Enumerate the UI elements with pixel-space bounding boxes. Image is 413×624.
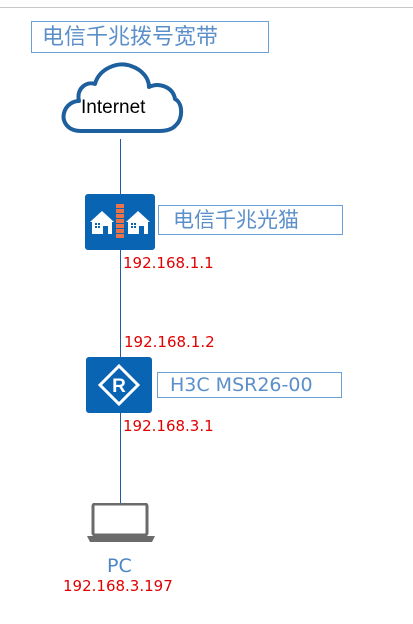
link-router-pc bbox=[120, 413, 121, 503]
diagram-title-text: 电信千兆拨号宽带 bbox=[42, 25, 219, 50]
pc-node bbox=[86, 503, 156, 543]
internet-cloud: Internet bbox=[59, 59, 185, 139]
modem-node bbox=[85, 194, 155, 250]
svg-text:R: R bbox=[112, 376, 126, 397]
router-lan-ip: 192.168.3.1 bbox=[123, 417, 214, 435]
router-label: H3C MSR26-00 bbox=[157, 372, 342, 398]
link-internet-modem bbox=[120, 139, 121, 194]
router-wan-ip: 192.168.1.2 bbox=[124, 333, 215, 351]
laptop-icon bbox=[87, 503, 155, 542]
modem-label-text: 电信千兆光猫 bbox=[173, 208, 299, 232]
router-label-text: H3C MSR26-00 bbox=[170, 374, 313, 396]
router-node: R bbox=[86, 357, 152, 413]
pc-ip: 192.168.3.197 bbox=[63, 577, 173, 595]
modem-ip: 192.168.1.1 bbox=[123, 254, 214, 272]
diagram-title: 电信千兆拨号宽带 bbox=[31, 21, 269, 53]
link-modem-router bbox=[120, 250, 121, 357]
router-r-icon: R bbox=[97, 363, 141, 407]
modem-building-icon bbox=[90, 204, 150, 238]
pc-label: PC bbox=[107, 555, 132, 577]
cloud-icon bbox=[61, 62, 184, 133]
top-gridline bbox=[0, 7, 413, 8]
cloud-label: Internet bbox=[81, 97, 146, 118]
modem-label: 电信千兆光猫 bbox=[158, 205, 343, 235]
